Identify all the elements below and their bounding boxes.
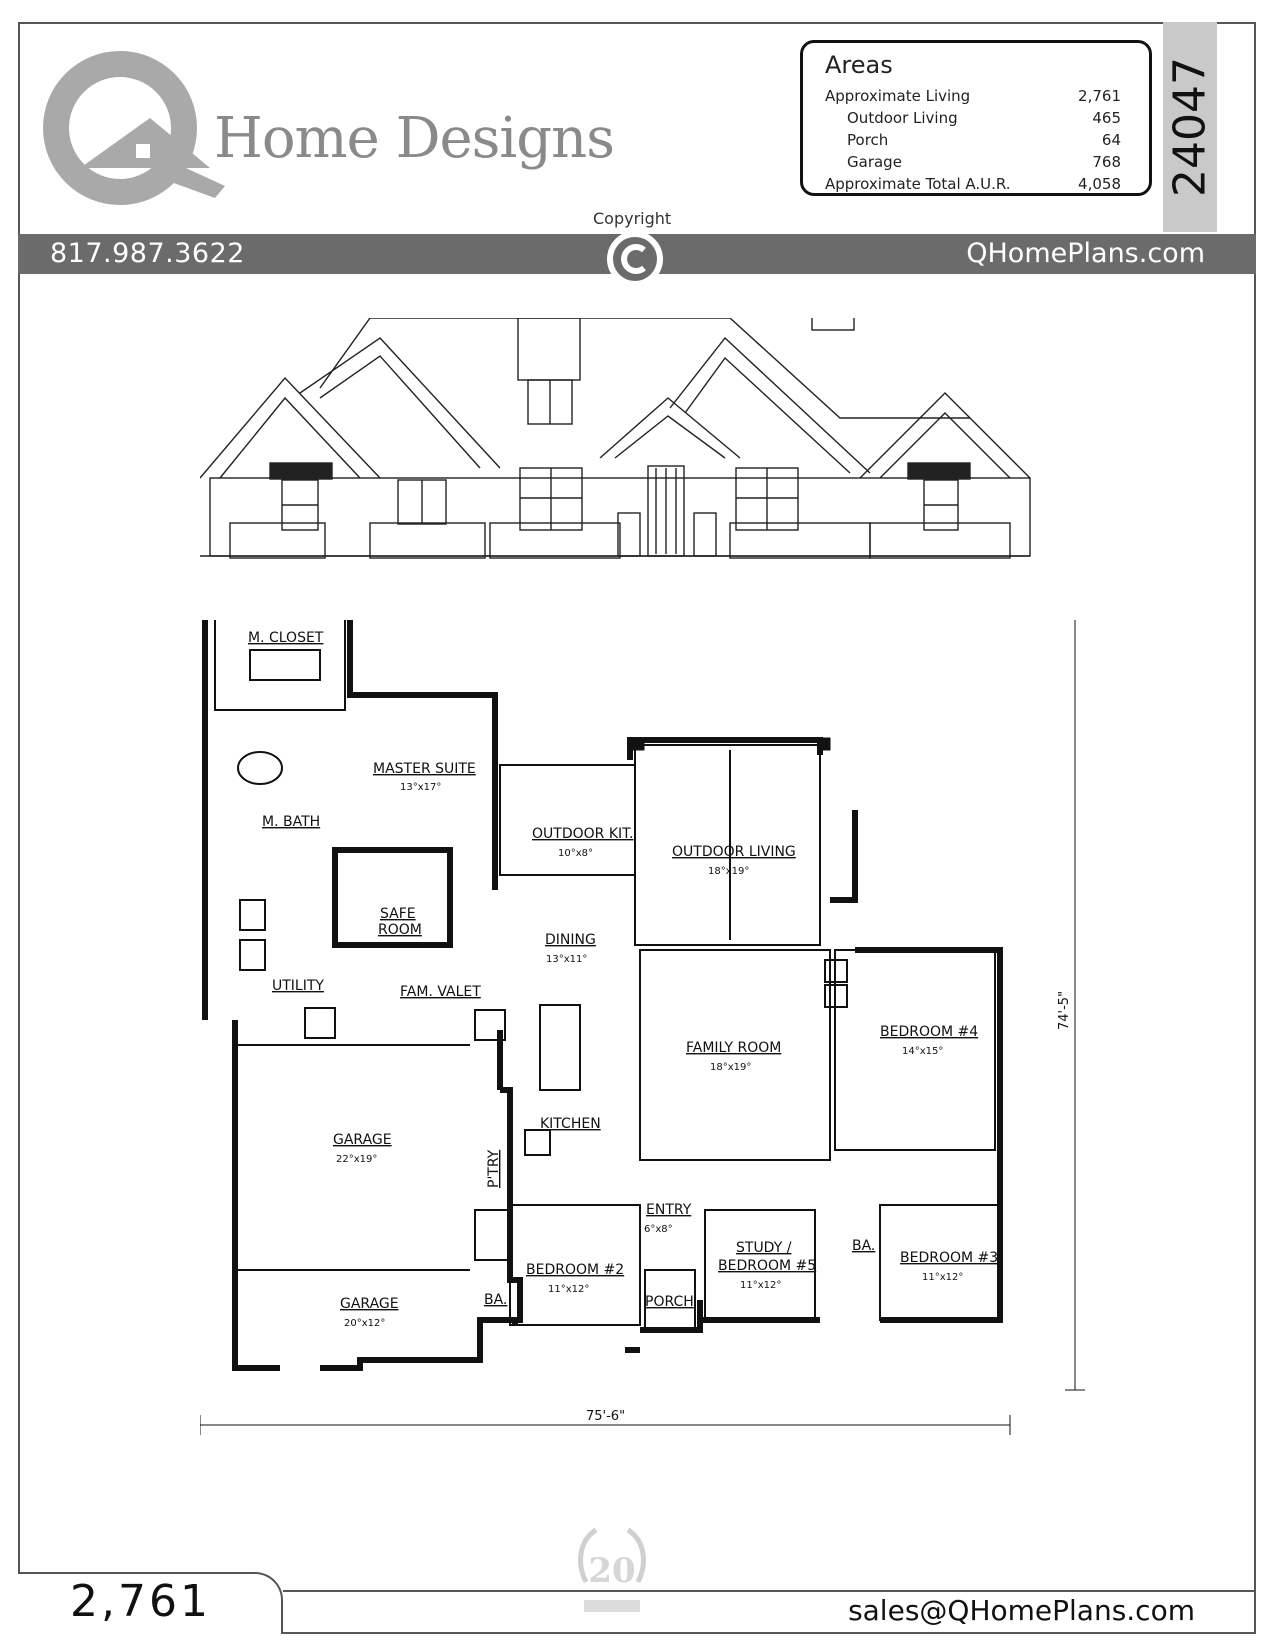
area-label: Approximate Living bbox=[825, 87, 971, 105]
brand-name: Home Designs bbox=[214, 106, 615, 171]
twenty-years-badge-icon: 20 bbox=[578, 1527, 646, 1612]
q-home-designs-logo bbox=[43, 51, 225, 205]
area-value: 4,058 bbox=[1078, 175, 1121, 193]
website-link[interactable]: QHomePlans.com bbox=[966, 238, 1205, 269]
room-label-outdoor-living: OUTDOOR LIVING bbox=[672, 844, 796, 860]
area-row: Porch 64 bbox=[847, 131, 1121, 149]
room-label-bedroom-2: BEDROOM #2 bbox=[526, 1262, 624, 1278]
room-label-bath-2: BA. bbox=[852, 1238, 875, 1254]
copyright-icon bbox=[607, 231, 663, 287]
room-dim-family-room: 18°x19° bbox=[710, 1062, 751, 1073]
front-elevation-drawing bbox=[200, 318, 1031, 559]
room-label-pantry: P'TRY bbox=[486, 1149, 502, 1188]
plan-number-tab: 24047 bbox=[1163, 22, 1217, 232]
page-frame bbox=[18, 22, 1256, 1634]
area-row: Garage 768 bbox=[847, 153, 1121, 171]
room-label-outdoor-kit: OUTDOOR KIT. bbox=[532, 826, 633, 842]
room-label-master-suite: MASTER SUITE bbox=[373, 761, 476, 777]
room-label-m-closet: M. CLOSET bbox=[248, 630, 324, 646]
area-label: Porch bbox=[847, 131, 889, 149]
phone-number: 817.987.3622 bbox=[50, 238, 245, 269]
room-label-bedroom-5: BEDROOM #5 bbox=[718, 1258, 816, 1274]
floor-plan-drawing: M. CLOSET MASTER SUITE 13°x17° M. BATH S… bbox=[200, 620, 1085, 1435]
room-label-bedroom-3: BEDROOM #3 bbox=[900, 1250, 998, 1266]
area-value: 2,761 bbox=[1078, 87, 1121, 105]
areas-title: Areas bbox=[825, 51, 893, 79]
area-row: Approximate Living 2,761 bbox=[825, 87, 1121, 105]
plan-number: 24047 bbox=[1164, 57, 1216, 197]
room-dim-garage-1: 22°x19° bbox=[336, 1154, 377, 1165]
room-label-safe-room-2: ROOM bbox=[378, 922, 422, 938]
area-label: Garage bbox=[847, 153, 902, 171]
email-link[interactable]: sales@QHomePlans.com bbox=[848, 1594, 1195, 1627]
living-sqft-tab: 2,761 bbox=[18, 1572, 283, 1634]
room-label-study: STUDY / bbox=[736, 1240, 792, 1256]
room-dim-bedroom-4: 14°x15° bbox=[902, 1046, 943, 1057]
room-dim-garage-2: 20°x12° bbox=[344, 1318, 385, 1329]
area-label: Approximate Total A.U.R. bbox=[825, 175, 1011, 193]
dim-width: 75'-6" bbox=[586, 1409, 625, 1424]
room-label-bath-1: BA. bbox=[484, 1292, 507, 1308]
room-label-kitchen: KITCHEN bbox=[540, 1116, 601, 1132]
room-label-dining: DINING bbox=[545, 932, 596, 948]
dim-depth: 74'-5" bbox=[1057, 991, 1072, 1030]
room-dim-study: 11°x12° bbox=[740, 1280, 781, 1291]
footer-divider bbox=[283, 1590, 1256, 1592]
room-dim-master-suite: 13°x17° bbox=[400, 782, 441, 793]
svg-text:20: 20 bbox=[588, 1551, 635, 1591]
room-label-utility: UTILITY bbox=[272, 978, 324, 994]
area-row: Outdoor Living 465 bbox=[847, 109, 1121, 127]
room-label-entry: ENTRY bbox=[646, 1202, 692, 1218]
room-dim-bedroom-3: 11°x12° bbox=[922, 1272, 963, 1283]
area-value: 64 bbox=[1101, 131, 1121, 149]
area-label: Outdoor Living bbox=[847, 109, 958, 127]
copyright-label: Copyright bbox=[593, 209, 672, 228]
room-dim-bedroom-2: 11°x12° bbox=[548, 1284, 589, 1295]
room-label-bedroom-4: BEDROOM #4 bbox=[880, 1024, 978, 1040]
room-dim-outdoor-living: 18°x19° bbox=[708, 866, 749, 877]
room-dim-dining: 13°x11° bbox=[546, 954, 587, 965]
area-value: 465 bbox=[1092, 109, 1121, 127]
room-label-m-bath: M. BATH bbox=[262, 814, 320, 830]
room-dim-outdoor-kit: 10°x8° bbox=[558, 848, 593, 859]
room-dim-entry: 6°x8° bbox=[644, 1224, 673, 1235]
living-sqft: 2,761 bbox=[70, 1576, 211, 1627]
room-label-garage-2: GARAGE bbox=[340, 1296, 399, 1312]
room-label-porch: PORCH bbox=[645, 1294, 694, 1310]
room-label-fam-valet: FAM. VALET bbox=[400, 984, 481, 1000]
area-value: 768 bbox=[1092, 153, 1121, 171]
room-label-safe-room: SAFE bbox=[380, 906, 416, 922]
areas-table: Areas Approximate Living 2,761 Outdoor L… bbox=[800, 40, 1152, 196]
area-row: Approximate Total A.U.R. 4,058 bbox=[825, 175, 1121, 193]
room-label-garage-1: GARAGE bbox=[333, 1132, 392, 1148]
room-label-family-room: FAMILY ROOM bbox=[686, 1040, 781, 1056]
